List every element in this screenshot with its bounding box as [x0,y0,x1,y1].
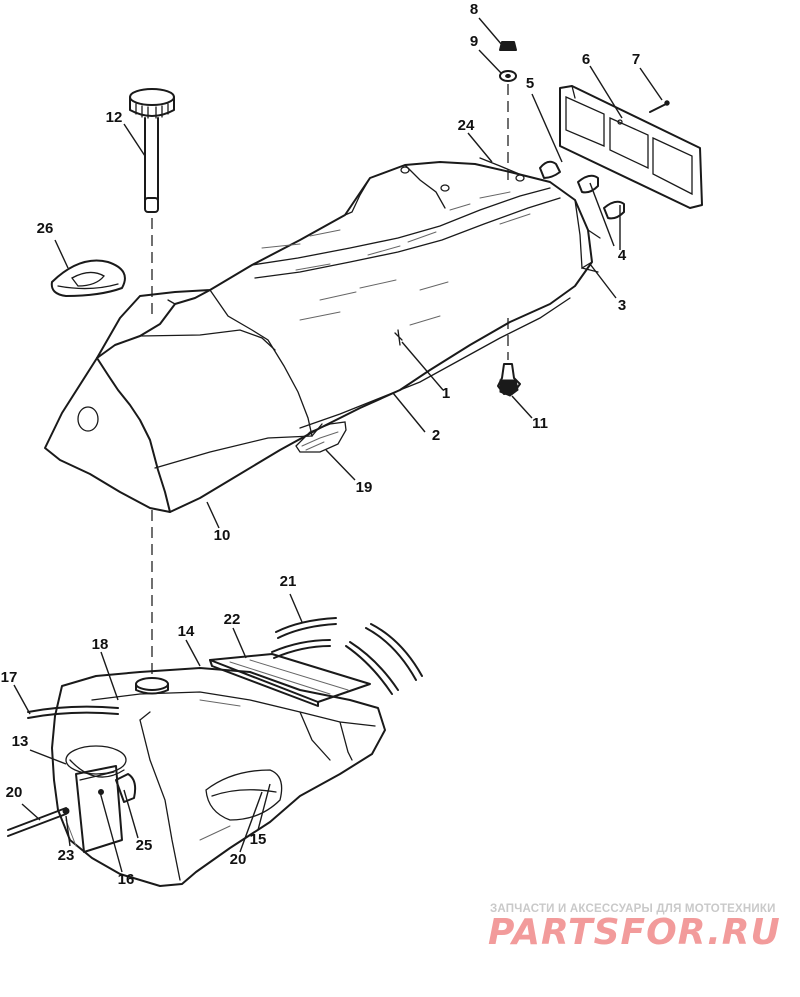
callout-13: 13 [12,733,29,750]
callout-20-right: 20 [230,851,247,868]
callout-12: 12 [106,109,123,126]
nut-washer-parts-8-9 [499,41,517,82]
callout-17: 17 [1,669,18,686]
callout-10: 10 [214,527,231,544]
callout-23: 23 [58,847,75,864]
callout-15: 15 [250,831,267,848]
callout-11: 11 [532,415,548,432]
fuel-tank-part-14 [51,667,386,887]
callout-24: 24 [458,117,475,134]
gasket-part-26 [50,259,126,297]
fuel-lines [7,617,423,837]
sending-unit-part-16 [75,765,137,853]
watermark-logo: PARTSFOR.RU [488,912,781,953]
callout-4: 4 [618,247,627,264]
callout-3: 3 [618,297,626,314]
bolt-part-11 [497,363,521,397]
callout-1: 1 [442,385,450,402]
seat-cover [44,157,601,513]
callout-6: 6 [582,51,590,68]
watermark-tagline: ЗАПЧАСТИ И АКСЕССУАРЫ ДЛЯ МОТОТЕХНИКИ [490,903,776,915]
callout-22: 22 [224,611,241,628]
callout-20-left: 20 [6,784,23,801]
callout-5: 5 [526,75,534,92]
callout-25: 25 [136,837,153,854]
callout-labels: 1 2 3 4 5 6 7 8 9 10 11 12 13 14 15 16 1… [1,1,641,888]
callout-18: 18 [92,636,109,653]
alignment-lines [151,84,509,675]
callout-16: 16 [118,871,135,888]
callout-19: 19 [356,479,373,496]
callout-8: 8 [470,1,478,18]
callout-21: 21 [280,573,297,590]
filler-cap-part-12 [129,88,175,213]
callout-14: 14 [178,623,195,640]
callout-7: 7 [632,51,640,68]
pad-part-22 [209,653,371,707]
lens-plate-part-6 [559,85,703,209]
bulbs-parts-4-5 [539,160,625,220]
leader-lines [13,17,663,873]
callout-9: 9 [470,33,478,50]
callout-26: 26 [37,220,54,237]
callout-2: 2 [432,427,440,444]
